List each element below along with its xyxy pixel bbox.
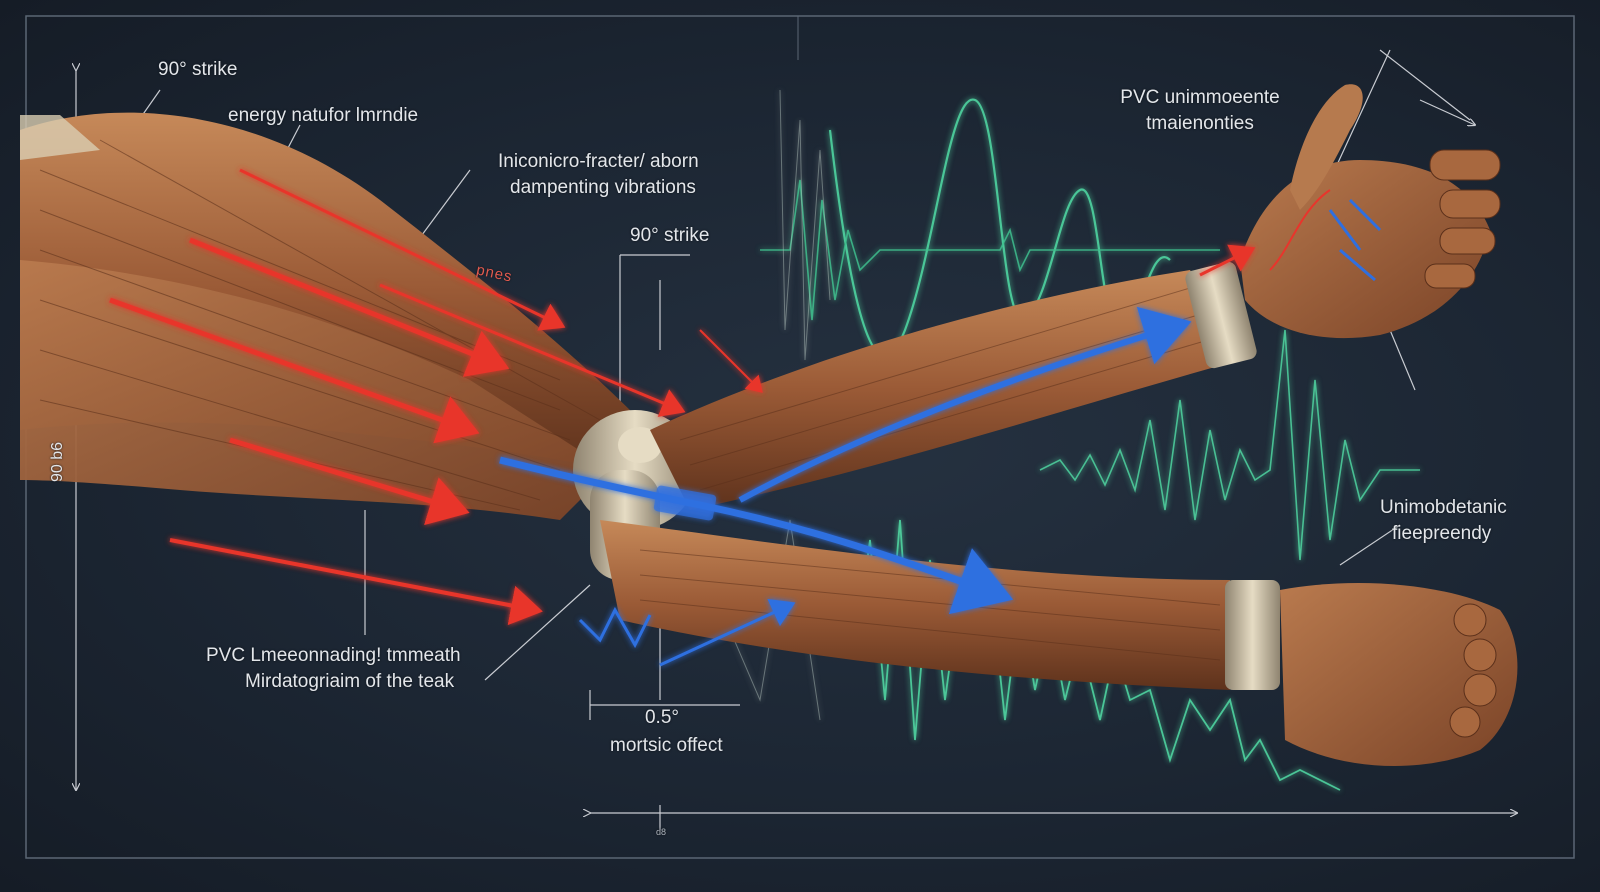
upper-arm xyxy=(20,112,640,520)
label-right-line1: Unimobdetanic xyxy=(1380,497,1507,518)
raised-hand xyxy=(1240,84,1501,339)
label-offset-value: 0.5° xyxy=(644,707,679,728)
label-pvc-bottom-line2: Mirdatogriaim of the teak xyxy=(245,671,455,692)
label-strike-top: 90° strike xyxy=(158,59,238,80)
label-bottom-tiny: d8 xyxy=(656,827,667,837)
label-vertical-dimension: 90 b6 xyxy=(49,441,66,482)
label-micro-fracture-line1: Iniconicro-fracter/ aborn xyxy=(498,151,699,172)
energy-flow-arrows xyxy=(499,306,1192,667)
label-micro-fracture-line2: dampenting vibrations xyxy=(510,177,696,198)
label-offset-text: mortsic offect xyxy=(610,735,723,756)
label-energy: energy natufor lmrndie xyxy=(228,105,419,126)
forearm-upper xyxy=(650,261,1257,510)
wrist-band-upper xyxy=(1185,261,1257,369)
label-pvc-bottom-line1: PVC Lmeeonnading! tmmeath xyxy=(206,645,461,666)
fist xyxy=(1280,582,1518,767)
label-pvc-top-line1: PVC unimmoeente xyxy=(1120,87,1280,108)
forearm-lower xyxy=(600,520,1280,690)
wrist-band-lower xyxy=(1225,580,1280,690)
strike-force-arrows xyxy=(109,168,1256,626)
label-pvc-top-line2: tmaienonties xyxy=(1146,113,1254,134)
wave-right xyxy=(1039,329,1420,561)
label-right-line2: fieepreendy xyxy=(1392,523,1492,544)
label-strike-mid: 90° strike xyxy=(630,225,710,246)
